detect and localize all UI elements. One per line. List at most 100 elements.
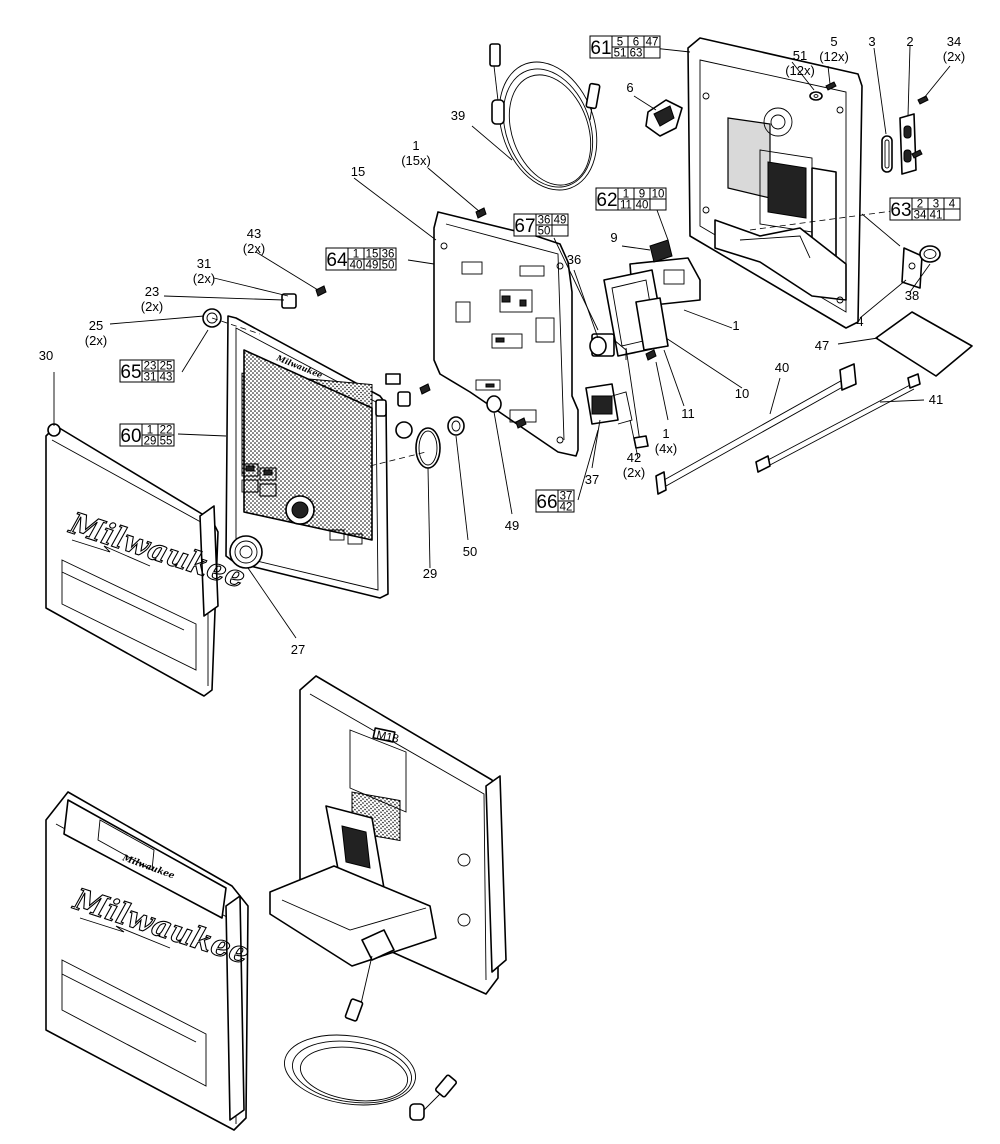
part-34-screws [911,95,929,159]
device-badge: M18 [375,729,399,745]
callout-label: 41 [929,392,943,407]
part-49-nut [486,395,502,413]
callout-label: 9 [610,230,617,245]
callout-quantity: (2x) [193,271,215,286]
callout-label: 1 [662,426,669,441]
kit-part-number: 63 [630,48,643,60]
part-2-latch [899,113,917,175]
kit-part-number: 1 [623,189,629,201]
part-6-clip [645,99,683,137]
assembled-housing-view: M18 [269,675,507,1121]
callout-quantity: (12x) [819,49,849,64]
callout-quantity: (2x) [141,299,163,314]
callout-label: 4 [856,314,863,329]
part-15-pcb [433,211,579,457]
callout-label: 38 [905,288,919,303]
part-47-label [875,311,973,377]
part-51-washer [809,91,823,101]
kit-number: 67 [514,216,535,237]
callout-label: 40 [775,360,789,375]
kit-part-number: 11 [620,200,632,212]
kit-part-number: 36 [538,215,551,227]
callout-label: 37 [585,472,599,487]
part-36-jack [589,333,627,360]
kit-part-number: 15 [366,249,379,261]
part-mid-small-parts [385,373,431,439]
kit-part-number: 41 [930,210,943,222]
kit-part-number: 49 [554,215,567,227]
callout-label: 47 [815,338,829,353]
kit-part-number: 36 [382,249,395,261]
rear-housing [687,37,901,329]
callout-quantity: (12x) [785,63,815,78]
callout-label: 2 [906,34,913,49]
part-29-oring [415,427,441,469]
kit-part-number: 37 [560,491,573,503]
screw-1-subboard [645,349,657,361]
assembled-cover-view: Milwaukee Milwaukee [45,791,254,1131]
kit-part-number: 6 [633,37,639,49]
callout-label: 43 [247,226,261,241]
callout-label: 25 [89,318,103,333]
kit-number: 65 [120,362,141,383]
kit-part-number: 5 [617,37,623,49]
part-43-screw [315,285,327,297]
callout-label: 5 [830,34,837,49]
kit-part-number: 34 [914,210,927,222]
kit-part-number: 1 [147,425,153,437]
kit-part-number: 10 [652,189,665,201]
callout-label: 42 [627,450,641,465]
kit-number: 62 [596,190,617,211]
part-11-bracket [635,297,669,351]
part-3-gasket [881,135,893,173]
callout-label: 27 [291,642,305,657]
kit-number: 60 [120,426,141,447]
callout-label: 10 [735,386,749,401]
callout-label: 29 [423,566,437,581]
kit-part-number: 43 [160,372,173,384]
kit-number: 64 [326,250,348,271]
callout-label: 39 [451,108,465,123]
part-31-pad [281,293,297,309]
callout-label: 51 [793,48,807,63]
kit-part-number: 4 [949,199,956,211]
callout-label: 31 [197,256,211,271]
callout-label: 49 [505,518,519,533]
kit-part-number: 50 [538,226,551,238]
kit-part-number: 40 [350,260,363,272]
screw-1-pcb [475,207,527,429]
kit-part-number: 29 [144,436,157,448]
callout-label: 1 [412,138,419,153]
callout-label: 15 [351,164,365,179]
callout-label: 50 [463,544,477,559]
callout-quantity: (2x) [243,241,265,256]
callout-quantity: (15x) [401,153,431,168]
kit-part-number: 51 [614,48,627,60]
callout-label: 36 [567,252,581,267]
callout-quantity: (2x) [943,49,965,64]
part-41-wire [755,373,921,473]
callout-label: 23 [145,284,159,299]
part-60-front-bezel [225,315,389,599]
callout-quantity: (4x) [655,441,677,456]
kit-part-number: 23 [144,361,157,373]
kit-number: 66 [536,492,557,513]
callout-label: 6 [626,80,633,95]
part-4-hinge [901,247,923,289]
kit-part-number: 47 [646,37,659,49]
leader-lines [53,45,951,639]
kit-part-number: 9 [639,189,645,201]
callout-label: 11 [681,406,695,421]
kit-part-number: 50 [382,260,395,272]
callout-label: 3 [868,34,875,49]
kit-part-number: 49 [366,260,379,272]
